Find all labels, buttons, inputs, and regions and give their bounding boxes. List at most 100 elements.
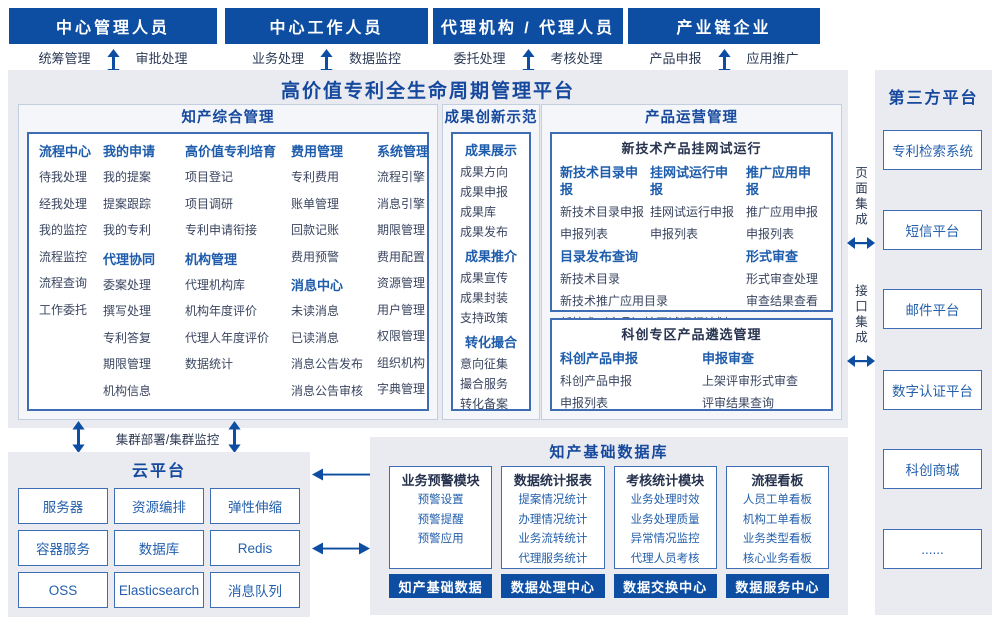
ip-column: 系统管理流程引擎消息引擎期限管理费用配置资源管理用户管理权限管理组织机构字典管理	[377, 140, 439, 404]
db-module-item: 业务处理时效	[630, 494, 700, 506]
third-party-box: 科创商城	[883, 449, 982, 489]
group-item: 新技术目录	[560, 272, 621, 286]
db-module-item: 代理服务统计	[518, 552, 588, 565]
role-activities: 产品申报应用推广	[628, 44, 820, 77]
group-item: 申报列表	[746, 227, 795, 241]
db-module-box: 流程看板人员工单看板机构工单看板业务类型看板核心业务看板	[725, 466, 829, 569]
group-item: 支持政策	[460, 311, 509, 325]
group-item: 撮合服务	[460, 377, 509, 391]
db-module: 考核统计模块业务处理时效业务处理质量异常情况监控代理人员考核数据交换中心	[613, 466, 717, 598]
section-achievement: 成果创新示范 成果展示成果方向成果申报成果库成果发布成果推介成果宣传成果封装支持…	[442, 104, 540, 420]
group-header: 新技术目录申报	[560, 165, 639, 197]
group-header: 形式审查	[746, 249, 799, 264]
db-module-bar: 数据交换中心	[613, 574, 717, 598]
group-item: 项目登记	[185, 170, 234, 184]
group-item: 提案跟踪	[103, 196, 152, 211]
leftright-arrow-icon	[847, 354, 875, 373]
group-item: 数据统计	[185, 357, 234, 371]
db-module-item: 异常情况监控	[630, 533, 700, 545]
section-product-ops-title: 产品运营管理	[645, 110, 738, 126]
db-module-item: 预警应用	[417, 533, 464, 545]
group-item: 新技术目录申报	[560, 205, 645, 219]
group-header: 挂网试运行申报	[650, 165, 729, 197]
left-arrow-icon	[312, 468, 370, 486]
product-group: 推广应用申报推广应用申报申报列表	[746, 161, 831, 245]
group-item: 机构年度评价	[185, 304, 258, 318]
group-item: 形式审查处理	[746, 272, 819, 286]
group-item: 权限管理	[377, 329, 426, 343]
group-header: 成果展示	[464, 143, 517, 158]
group-item: 专利答复	[103, 330, 152, 345]
db-module-header: 考核统计模块	[626, 473, 705, 488]
db-module-box: 业务预警模块预警设置预警提醒预警应用	[389, 466, 493, 569]
db-module-item: 人员工单看板	[742, 494, 812, 506]
db-module-item: 预警设置	[417, 494, 464, 506]
group-item: 申报列表	[560, 227, 609, 241]
role-activities: 统筹管理 审批处理	[9, 44, 217, 77]
group-item: 审查结果查看	[746, 294, 819, 308]
section-third-party: 第三方平台 专利检索系统短信平台邮件平台数字认证平台科创商城......	[875, 70, 992, 615]
group-item: 成果库	[460, 205, 497, 219]
group-item: 我的专利	[103, 223, 152, 237]
group-item: 推广应用申报	[746, 205, 819, 219]
ip-inner-box: 流程中心待我处理经我处理我的监控流程监控流程查询工作委托我的申请我的提案提案跟踪…	[27, 132, 429, 411]
role-block: 代理机构 / 代理人员委托处理考核处理	[433, 8, 623, 77]
role-activity-right: 审批处理	[135, 51, 188, 66]
leftright-arrow-icon	[312, 542, 370, 560]
group-header: 目录发布查询	[560, 249, 639, 264]
achievement-inner-box: 成果展示成果方向成果申报成果库成果发布成果推介成果宣传成果封装支持政策转化撮合意…	[451, 132, 531, 411]
group-header: 科创产品申报	[560, 351, 639, 366]
cloud-service-box: Redis	[210, 530, 300, 566]
group-item: 已读消息	[291, 330, 340, 345]
db-module-item: 业务流转统计	[518, 533, 588, 545]
group-item: 未读消息	[291, 304, 340, 318]
group-header: 推广应用申报	[746, 165, 812, 197]
group-item: 上架评审形式审查	[702, 374, 799, 388]
group-item: 代理人年度评价	[185, 330, 270, 345]
cluster-label: 集群部署/集群监控	[115, 433, 220, 447]
role-activity-left: 业务处理	[251, 51, 304, 66]
third-party-title: 第三方平台	[888, 90, 979, 107]
cloud-service-box: OSS	[18, 572, 108, 608]
group-item: 撰写处理	[103, 304, 152, 318]
group-item: 经我处理	[39, 196, 88, 211]
group-item: 工作委托	[39, 302, 88, 317]
db-module: 业务预警模块预警设置预警提醒预警应用知产基础数据	[389, 466, 493, 598]
group-item: 代理机构库	[185, 277, 246, 292]
group-item: 消息引擎	[377, 196, 426, 211]
ip-column: 费用管理专利费用账单管理回款记账费用预警消息中心未读消息已读消息消息公告发布消息…	[291, 140, 377, 404]
role-block: 中心管理人员统筹管理审批处理	[9, 8, 217, 77]
db-module-item: 代理人员考核	[630, 552, 700, 565]
db-module-box: 数据统计报表提案情况统计办理情况统计业务流转统计代理服务统计	[501, 466, 605, 569]
group-item: 用户管理	[377, 302, 426, 317]
db-module-item: 办理情况统计	[518, 513, 588, 526]
group-item: 委案处理	[103, 277, 152, 292]
group-header: 消息中心	[291, 278, 344, 293]
integration-label-page: 页面集成	[853, 166, 867, 228]
group-item: 成果宣传	[460, 271, 509, 285]
group-item: 机构信息	[103, 383, 152, 398]
group-item: 期限管理	[103, 357, 152, 371]
group-item: 成果申报	[460, 185, 509, 199]
group-header: 我的申请	[103, 144, 156, 159]
product-group: 申报审查上架评审形式审查评审结果查询	[702, 347, 831, 414]
product-subbox-selection: 科创专区产品遴选管理 科创产品申报科创产品申报申报列表申报审查上架评审形式审查评…	[550, 318, 833, 411]
db-module-header: 流程看板	[751, 473, 804, 488]
group-item: 专利申请衔接	[185, 223, 258, 237]
role-title: 中心工作人员	[225, 8, 428, 44]
group-header: 代理协同	[103, 251, 156, 267]
group-item: 期限管理	[377, 223, 426, 237]
group-item: 消息公告审核	[291, 383, 364, 398]
db-module-box: 考核统计模块业务处理时效业务处理质量异常情况监控代理人员考核	[613, 466, 717, 569]
group-item: 专利费用	[291, 170, 340, 184]
platform-title: 高价值专利全生命周期管理平台	[280, 81, 575, 102]
product-group: 挂网试运行申报挂网试运行申报申报列表	[650, 161, 746, 245]
product-subbox-trial: 新技术产品挂网试运行 新技术目录申报新技术目录申报申报列表挂网试运行申报挂网试运…	[550, 132, 833, 330]
group-item: 我的监控	[39, 223, 88, 237]
ip-column: 流程中心待我处理经我处理我的监控流程监控流程查询工作委托	[39, 140, 103, 404]
role-activities: 业务处理数据监控	[225, 44, 428, 77]
role-activity-left: 统筹管理	[38, 51, 91, 66]
db-module-item: 核心业务看板	[742, 552, 812, 565]
group-item: 流程监控	[39, 249, 88, 264]
db-module-item: 机构工单看板	[742, 513, 812, 526]
